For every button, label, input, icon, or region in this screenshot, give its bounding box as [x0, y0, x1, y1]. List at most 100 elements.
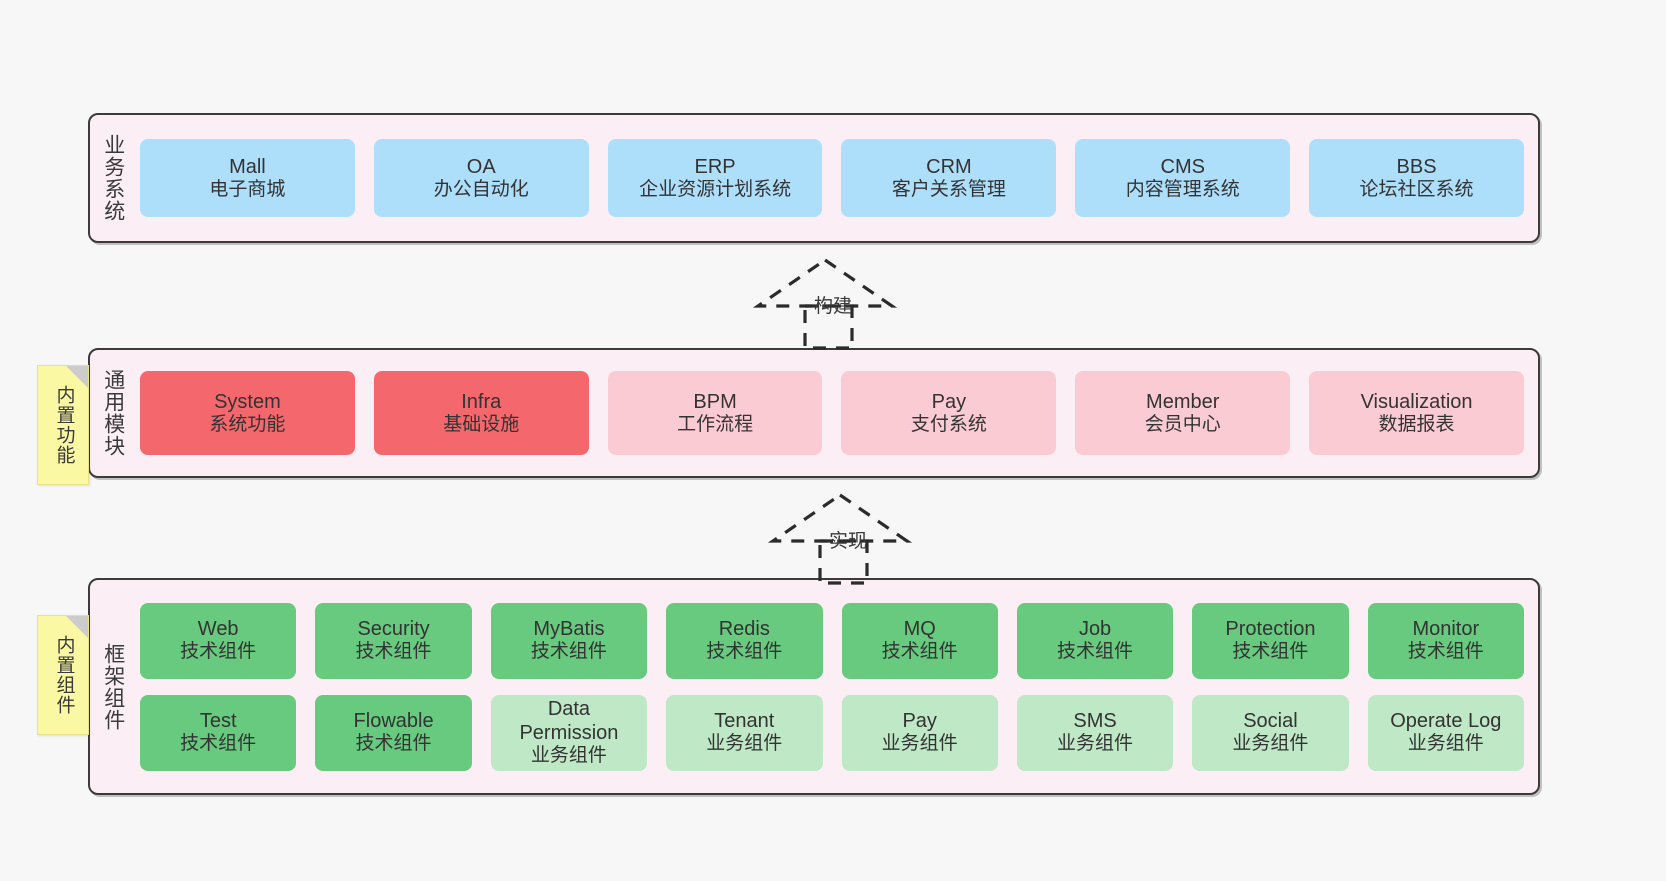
card-infra-title: Infra: [461, 390, 502, 413]
layer-framework-component: 框架组件 Web 技术组件 Security 技术组件 MyBatis 技术组件…: [88, 578, 1540, 795]
layer-business-system-label: 业务系统: [101, 134, 125, 222]
card-mall[interactable]: Mall 电子商城: [140, 139, 355, 217]
card-test-subtitle: 技术组件: [180, 733, 257, 755]
card-pay-component-subtitle: 业务组件: [881, 733, 958, 755]
layer-business-system-body: Mall 电子商城 OA 办公自动化 ERP 企业资源计划系统 CRM 客户关系…: [136, 115, 1538, 241]
business-system-row: Mall 电子商城 OA 办公自动化 ERP 企业资源计划系统 CRM 客户关系…: [140, 139, 1524, 217]
card-bbs[interactable]: BBS 论坛社区系统: [1309, 139, 1524, 217]
card-system-subtitle: 系统功能: [209, 413, 286, 435]
card-protection-title: Protection: [1225, 618, 1316, 641]
card-data-permission-title: Data Permission: [519, 698, 619, 745]
card-operate-log-title: Operate Log: [1390, 710, 1502, 733]
card-job-title: Job: [1078, 618, 1112, 641]
card-erp-subtitle: 企业资源计划系统: [639, 178, 792, 200]
layer-common-module-label: 通用模块: [101, 369, 125, 457]
card-bpm-title: BPM: [693, 390, 737, 413]
card-bpm-subtitle: 工作流程: [677, 413, 754, 435]
arrow-implement-label: 实现: [829, 531, 868, 552]
card-mybatis-title: MyBatis: [533, 618, 605, 641]
card-operate-log[interactable]: Operate Log 业务组件: [1367, 694, 1524, 771]
card-redis-title: Redis: [718, 618, 770, 641]
card-pay-module-title: Pay: [931, 390, 967, 413]
card-mq-title: MQ: [903, 618, 936, 641]
card-flowable-title: Flowable: [353, 710, 434, 733]
note-fold-icon: [66, 366, 88, 388]
card-bpm[interactable]: BPM 工作流程: [607, 371, 823, 455]
card-member[interactable]: Member 会员中心: [1075, 371, 1291, 455]
card-oa-title: OA: [466, 155, 496, 178]
card-visualization-subtitle: 数据报表: [1378, 413, 1455, 435]
arrow-implement-stem: [818, 539, 869, 585]
card-mybatis[interactable]: MyBatis 技术组件: [490, 602, 648, 679]
card-mall-subtitle: 电子商城: [209, 178, 286, 200]
card-visualization[interactable]: Visualization 数据报表: [1309, 371, 1524, 455]
card-pay-component-title: Pay: [902, 710, 937, 733]
card-flowable[interactable]: Flowable 技术组件: [315, 694, 472, 771]
card-erp-title: ERP: [694, 155, 736, 178]
card-operate-log-subtitle: 业务组件: [1407, 733, 1484, 755]
card-monitor[interactable]: Monitor 技术组件: [1367, 602, 1524, 679]
card-cms-title: CMS: [1160, 155, 1205, 178]
note-fold-icon: [66, 616, 88, 638]
card-monitor-title: Monitor: [1412, 618, 1480, 641]
card-social-subtitle: 业务组件: [1232, 733, 1309, 755]
card-test-title: Test: [199, 710, 237, 733]
card-bbs-subtitle: 论坛社区系统: [1359, 178, 1474, 200]
card-pay-module-subtitle: 支付系统: [910, 413, 987, 435]
card-crm-title: CRM: [926, 155, 972, 178]
common-module-row: System 系统功能 Infra 基础设施 BPM 工作流程 Pay 支付系统…: [140, 371, 1524, 455]
card-protection[interactable]: Protection 技术组件: [1192, 602, 1349, 679]
card-data-permission-subtitle: 业务组件: [530, 745, 607, 767]
card-data-permission[interactable]: Data Permission 业务组件: [490, 694, 648, 771]
arrow-build: [752, 258, 898, 350]
card-infra-subtitle: 基础设施: [443, 413, 520, 435]
card-web[interactable]: Web 技术组件: [140, 602, 297, 679]
card-social-title: Social: [1243, 710, 1298, 733]
layer-framework-component-body: Web 技术组件 Security 技术组件 MyBatis 技术组件 Redi…: [136, 580, 1538, 793]
card-infra[interactable]: Infra 基础设施: [373, 371, 589, 455]
card-sms-subtitle: 业务组件: [1057, 733, 1134, 755]
card-redis-subtitle: 技术组件: [706, 641, 783, 663]
card-mall-title: Mall: [229, 155, 266, 178]
card-cms[interactable]: CMS 内容管理系统: [1075, 139, 1291, 217]
card-bbs-title: BBS: [1396, 155, 1437, 178]
card-oa-subtitle: 办公自动化: [433, 178, 529, 200]
card-tenant-subtitle: 业务组件: [706, 733, 783, 755]
framework-tech-row: Web 技术组件 Security 技术组件 MyBatis 技术组件 Redi…: [140, 602, 1524, 679]
card-security-subtitle: 技术组件: [355, 641, 432, 663]
card-tenant-title: Tenant: [714, 710, 775, 733]
card-erp[interactable]: ERP 企业资源计划系统: [607, 139, 823, 217]
sticky-note-builtin-components: 内置组件: [37, 615, 89, 735]
card-redis[interactable]: Redis 技术组件: [666, 602, 823, 679]
card-mq-subtitle: 技术组件: [881, 641, 958, 663]
framework-business-row: Test 技术组件 Flowable 技术组件 Data Permission …: [140, 694, 1524, 771]
arrow-build-label: 构建: [814, 296, 853, 317]
sticky-note-builtin-features-text: 内置功能: [53, 385, 75, 465]
card-social[interactable]: Social 业务组件: [1192, 694, 1349, 771]
card-visualization-title: Visualization: [1360, 390, 1473, 413]
card-test[interactable]: Test 技术组件: [140, 694, 297, 771]
card-pay-component[interactable]: Pay 业务组件: [841, 694, 998, 771]
card-sms[interactable]: SMS 业务组件: [1016, 694, 1174, 771]
card-job-subtitle: 技术组件: [1057, 641, 1134, 663]
card-security-title: Security: [357, 618, 430, 641]
sticky-note-builtin-components-text: 内置组件: [53, 635, 75, 715]
card-monitor-subtitle: 技术组件: [1407, 641, 1484, 663]
card-crm[interactable]: CRM 客户关系管理: [841, 139, 1057, 217]
card-pay-module[interactable]: Pay 支付系统: [841, 371, 1057, 455]
card-mq[interactable]: MQ 技术组件: [841, 602, 998, 679]
layer-framework-component-label: 框架组件: [101, 642, 125, 731]
arrow-implement: [767, 493, 913, 585]
card-security[interactable]: Security 技术组件: [315, 602, 472, 679]
layer-business-system: 业务系统 Mall 电子商城 OA 办公自动化 ERP 企业资源计划系统 CRM…: [88, 113, 1540, 243]
layer-common-module-body: System 系统功能 Infra 基础设施 BPM 工作流程 Pay 支付系统…: [136, 350, 1538, 476]
card-oa[interactable]: OA 办公自动化: [373, 139, 589, 217]
card-protection-subtitle: 技术组件: [1232, 641, 1309, 663]
card-flowable-subtitle: 技术组件: [355, 733, 432, 755]
card-system[interactable]: System 系统功能: [140, 371, 355, 455]
card-tenant[interactable]: Tenant 业务组件: [666, 694, 823, 771]
card-member-subtitle: 会员中心: [1144, 413, 1221, 435]
card-job[interactable]: Job 技术组件: [1016, 602, 1174, 679]
card-web-subtitle: 技术组件: [180, 641, 257, 663]
